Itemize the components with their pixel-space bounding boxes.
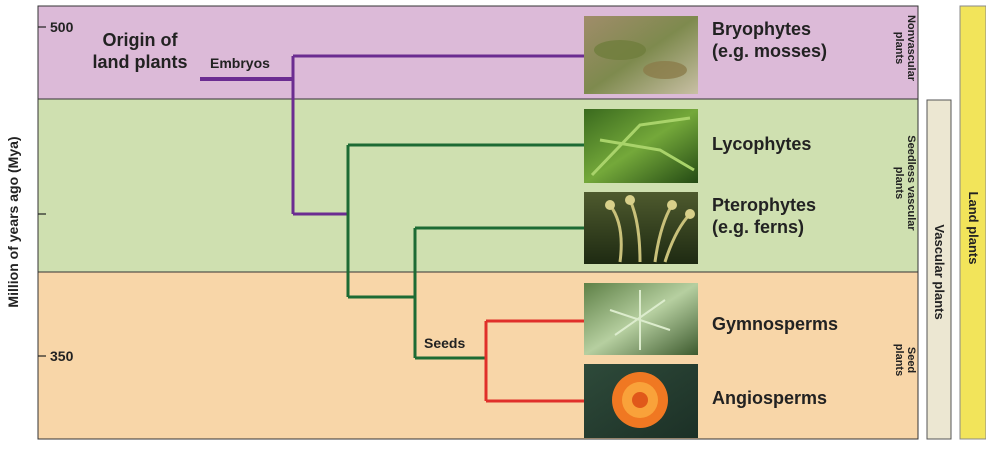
land-plants-label: Land plants	[966, 192, 981, 265]
lycophyte-photo	[584, 109, 698, 183]
y-axis-title: Million of years ago (Mya)	[5, 136, 21, 307]
seedless-vascular-band	[38, 99, 918, 272]
lycophytes-label: Lycophytes	[712, 134, 811, 154]
gymnosperms-label: Gymnosperms	[712, 314, 838, 334]
seed-plants-band	[38, 272, 918, 439]
gymnosperm-photo	[584, 283, 698, 355]
seeds-label: Seeds	[424, 335, 465, 351]
tick-label-500: 500	[50, 19, 74, 35]
angiosperms-label: Angiosperms	[712, 388, 827, 408]
embryos-label: Embryos	[210, 55, 270, 71]
angiosperm-photo	[584, 364, 698, 438]
moss-photo	[584, 16, 698, 94]
tick-label-350: 350	[50, 348, 74, 364]
seed-band-label: Seedplants	[893, 344, 917, 376]
fern-photo	[584, 192, 698, 264]
vascular-plants-label: Vascular plants	[932, 224, 947, 319]
